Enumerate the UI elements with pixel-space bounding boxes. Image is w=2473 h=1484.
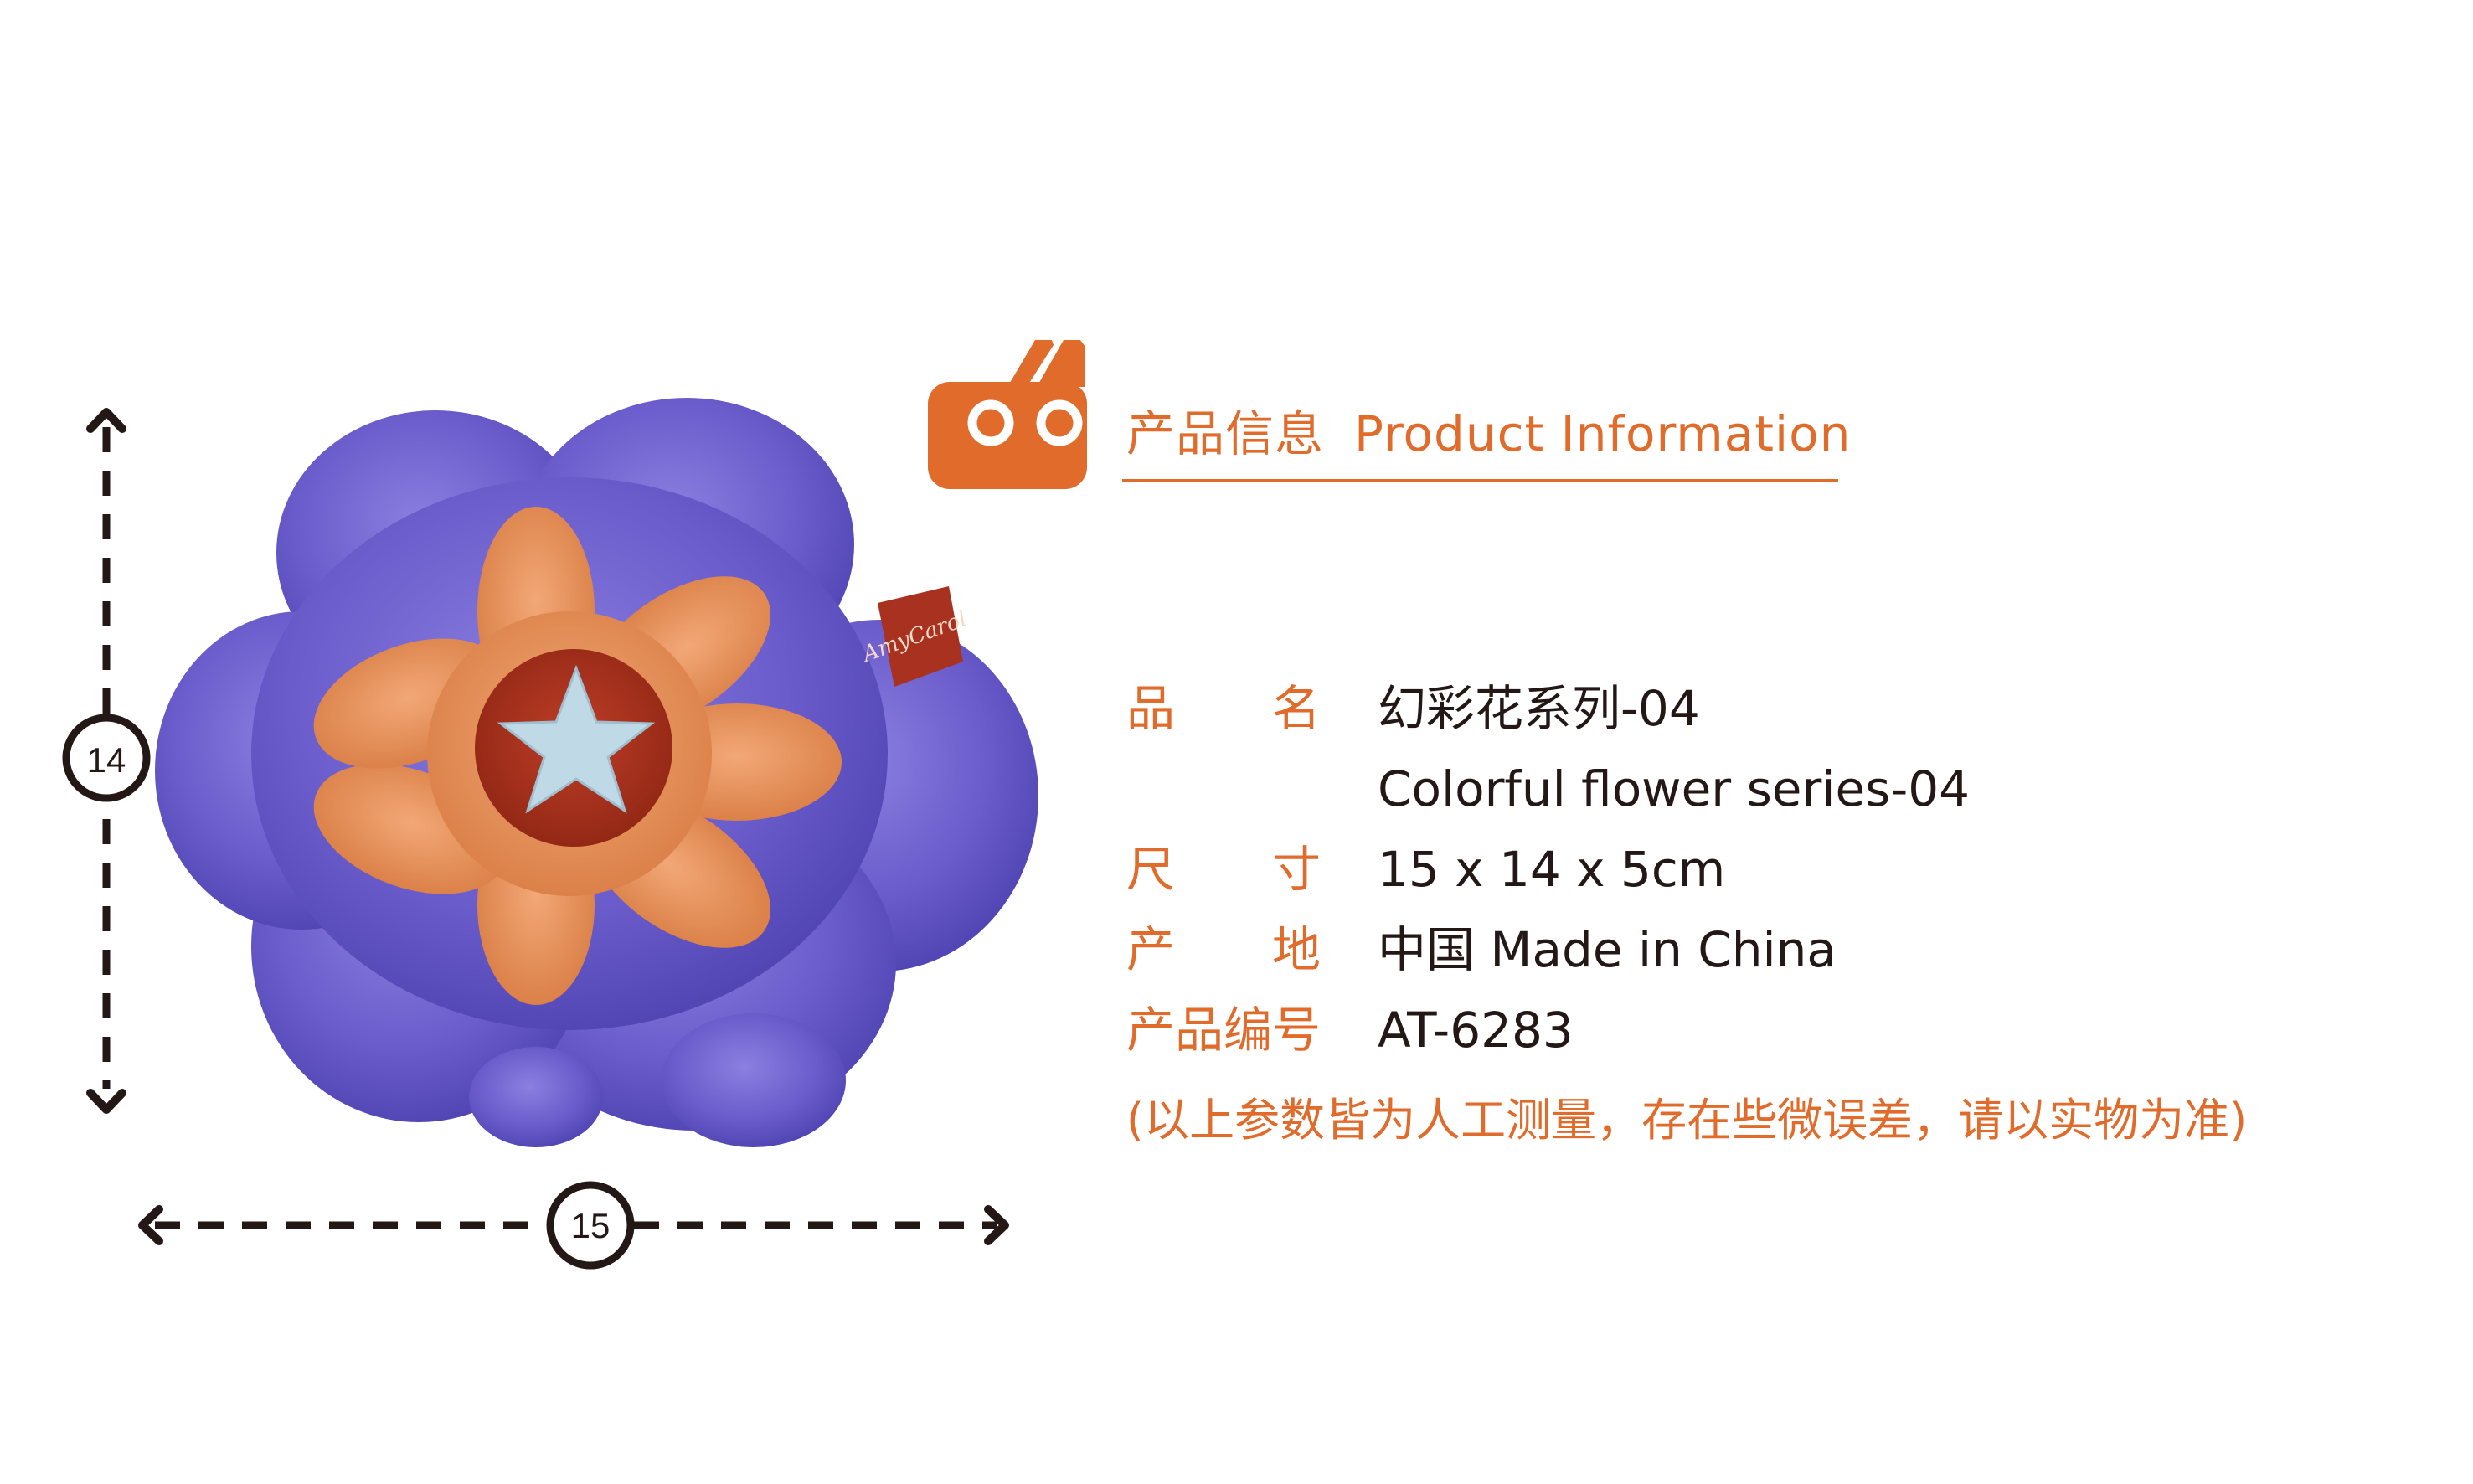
height-dimension: 14 bbox=[62, 408, 151, 1114]
spec-label: 品 名 bbox=[1126, 680, 1322, 737]
spec-value: AT-6283 bbox=[1378, 1002, 1574, 1059]
brand-logo bbox=[928, 340, 1087, 489]
spec-label: 尺 寸 bbox=[1126, 841, 1322, 898]
heading-divider bbox=[1122, 479, 1838, 482]
spec-label: 产 地 bbox=[1126, 921, 1322, 978]
spec-label: 产品编号 bbox=[1126, 1002, 1322, 1059]
star-embroidery bbox=[497, 664, 656, 814]
section-heading: 产品信息 Product Information bbox=[1126, 404, 1851, 464]
measurement-note: (以上参数皆为人工测量，存在些微误差，请以实物为准) bbox=[1126, 1094, 2248, 1146]
width-label: 15 bbox=[571, 1206, 611, 1245]
height-label: 14 bbox=[87, 740, 126, 780]
width-dimension: 15 bbox=[138, 1181, 1009, 1270]
spec-value: 15 x 14 x 5cm bbox=[1378, 841, 1726, 898]
heading-cn: 产品信息 bbox=[1126, 405, 1325, 462]
product-figure: 14 15 AmyCarol bbox=[62, 398, 1038, 1270]
plush-flower-image: AmyCarol bbox=[155, 398, 1038, 1147]
spec-value: 中国 Made in China bbox=[1378, 921, 1837, 978]
heading-en: Product Information bbox=[1354, 405, 1852, 462]
spec-value: Colorful flower series-04 bbox=[1378, 760, 1971, 817]
spec-value: 幻彩花系列-04 bbox=[1378, 680, 1700, 737]
